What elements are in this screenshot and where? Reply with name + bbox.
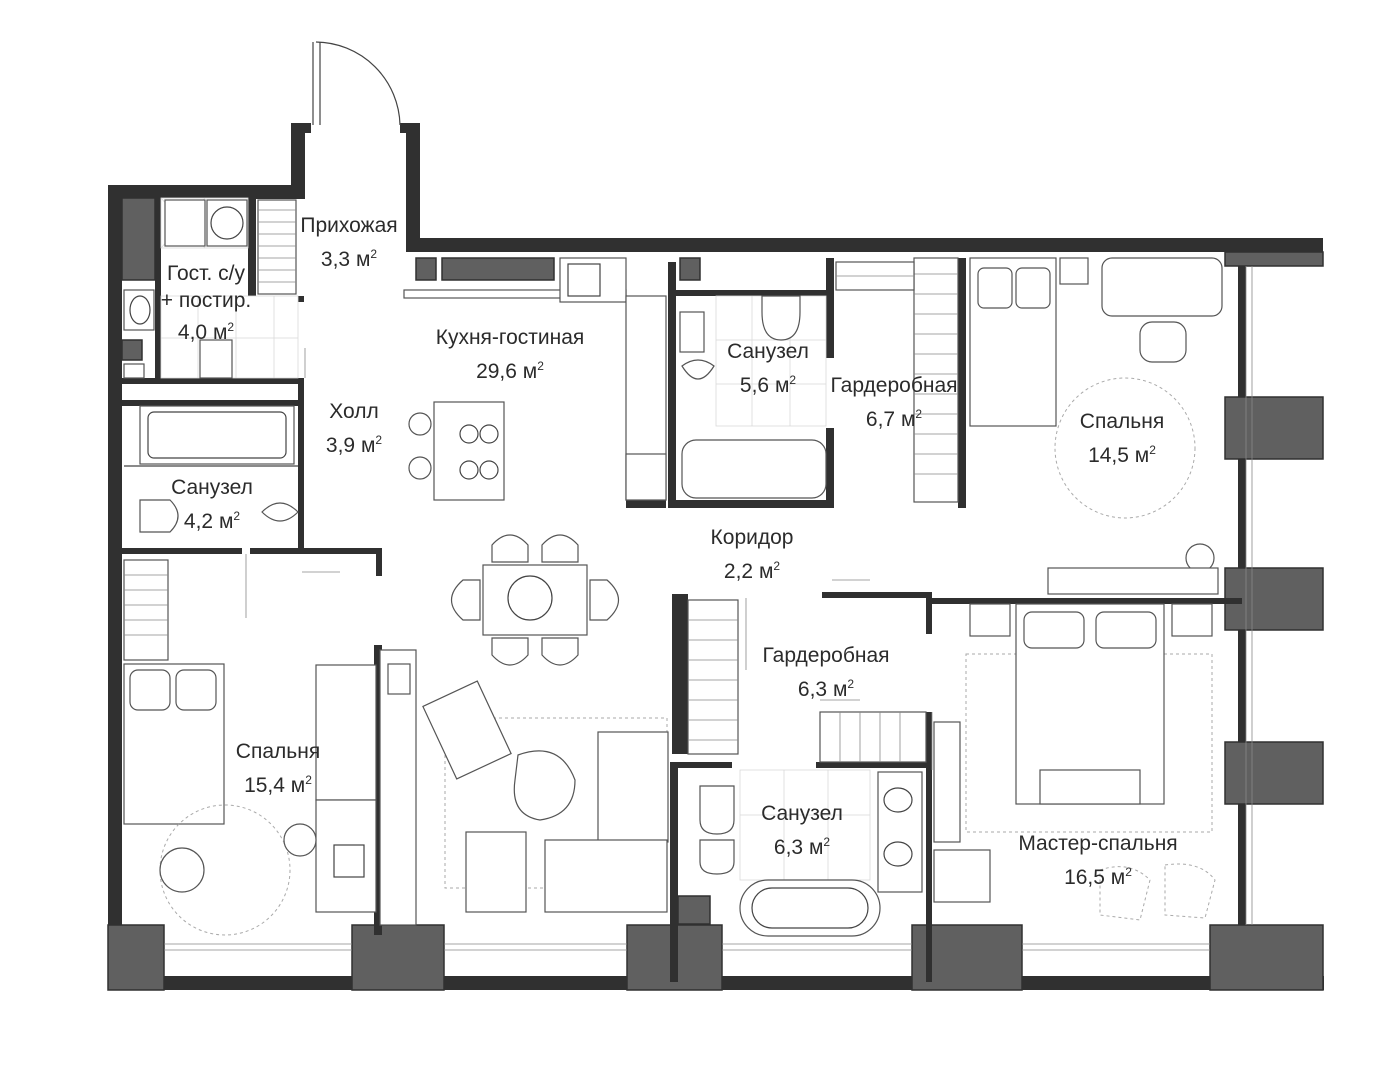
room-name: Гардеробная	[762, 644, 890, 667]
room-name: Спальня	[1079, 410, 1165, 433]
bathroom-a-fixtures	[679, 295, 827, 499]
interior-walls	[122, 198, 1242, 982]
master-bedroom-furniture	[933, 603, 1216, 921]
room-name: Санузел	[727, 340, 809, 363]
room-label-kitchen-living: Кухня-гостиная 29,6 м2	[436, 324, 585, 386]
room-area: 3,3 м2	[320, 247, 378, 271]
bathroom-c-fixtures	[699, 771, 923, 937]
wardrobe-a	[913, 257, 959, 503]
bedroom-a-furniture	[969, 257, 1223, 595]
room-area: 14,5 м2	[1088, 443, 1156, 467]
guest-wc-fixtures	[123, 199, 297, 379]
bathroom-b-fixtures	[124, 405, 299, 533]
room-name-line2: + постир.	[160, 289, 252, 312]
entry-door	[312, 41, 401, 126]
room-label-corridor: Коридор 2,2 м2	[711, 524, 794, 586]
room-name: Холл	[329, 400, 379, 423]
room-name: Санузел	[761, 802, 843, 825]
room-label-hall: Холл 3,9 м2	[326, 398, 382, 460]
room-label-bedroom-a: Спальня 14,5 м2	[1080, 408, 1164, 470]
entry-storage	[835, 261, 915, 291]
room-name: Гардеробная	[830, 374, 958, 397]
room-area: 4,2 м2	[183, 509, 241, 533]
bedroom-b-furniture	[123, 559, 317, 936]
room-area: 5,6 м2	[739, 373, 797, 397]
room-name: Гост. с/у	[167, 262, 245, 285]
tile-patterns	[160, 197, 871, 881]
windows	[164, 266, 1253, 951]
room-area: 3,9 м2	[325, 433, 383, 457]
room-name: Мастер-спальня	[1018, 832, 1178, 855]
room-label-hallway-entry: Прихожая 3,3 м2	[300, 212, 397, 274]
room-area: 6,3 м2	[797, 677, 855, 701]
room-area: 15,4 м2	[244, 773, 312, 797]
room-area: 4,0 м2	[177, 320, 235, 344]
room-label-wardrobe-b: Гардеробная 6,3 м2	[762, 642, 889, 704]
room-area: 29,6 м2	[476, 359, 544, 383]
room-area: 2,2 м2	[723, 559, 781, 583]
room-area: 16,5 м2	[1064, 865, 1132, 889]
room-name: Спальня	[235, 740, 321, 763]
kitchen-fixtures	[403, 257, 667, 501]
room-area: 6,3 м2	[773, 835, 831, 859]
room-label-bathroom-c: Санузел 6,3 м2	[761, 800, 843, 862]
wardrobe-b	[687, 599, 927, 763]
room-name: Коридор	[710, 526, 794, 549]
room-label-bathroom-b: Санузел 4,2 м2	[171, 474, 253, 536]
living-set	[315, 649, 669, 926]
dining-set	[450, 534, 620, 666]
room-name: Прихожая	[300, 214, 398, 237]
room-label-guest-wc: Гост. с/у + постир. 4,0 м2	[161, 260, 252, 346]
room-name: Кухня-гостиная	[435, 326, 585, 349]
room-label-bedroom-b: Спальня 15,4 м2	[236, 738, 320, 800]
room-label-wardrobe-a: Гардеробная 6,7 м2	[830, 372, 957, 434]
room-area: 6,7 м2	[865, 407, 923, 431]
room-label-bathroom-a: Санузел 5,6 м2	[727, 338, 809, 400]
room-label-master-bedroom: Мастер-спальня 16,5 м2	[1018, 830, 1177, 892]
room-name: Санузел	[171, 476, 253, 499]
